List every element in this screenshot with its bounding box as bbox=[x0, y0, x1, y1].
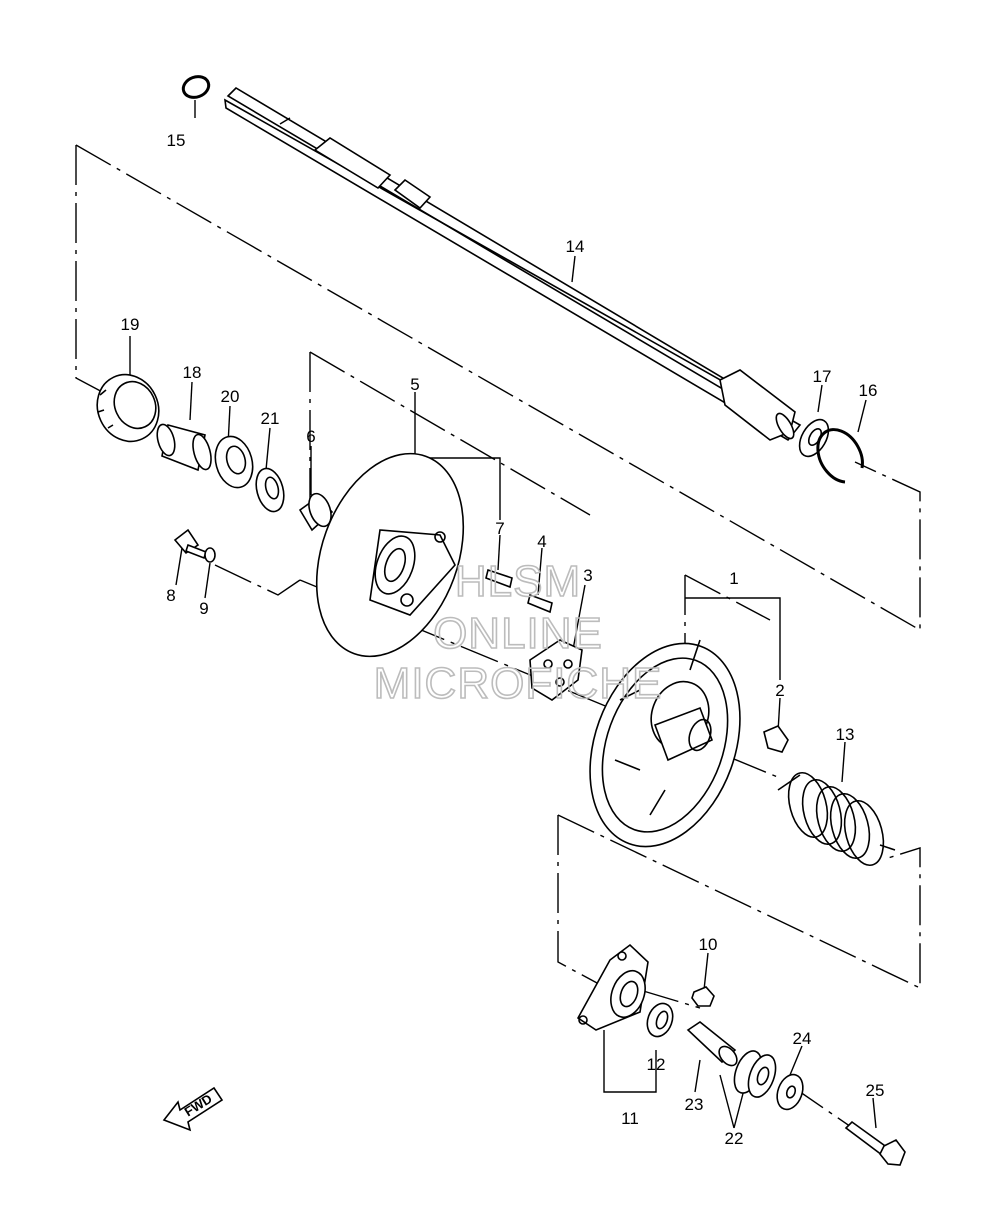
callout-4: 4 bbox=[537, 532, 546, 551]
callout-17: 17 bbox=[813, 367, 832, 386]
threaded-sleeve bbox=[156, 423, 212, 472]
hex-bolt bbox=[844, 1120, 906, 1166]
cam-plate bbox=[529, 639, 583, 701]
watermark-line-3: MICROFICHE bbox=[374, 659, 663, 708]
callout-12: 12 bbox=[647, 1055, 666, 1074]
stud-bolt bbox=[485, 568, 513, 589]
collar bbox=[686, 1021, 738, 1067]
shaft-washer bbox=[798, 418, 830, 458]
fwd-direction-arrow: FWD bbox=[162, 1086, 224, 1132]
callout-8: 8 bbox=[166, 586, 175, 605]
spacer-set bbox=[733, 1050, 777, 1098]
callout-22: 22 bbox=[725, 1129, 744, 1148]
watermark-line-2: ONLINE bbox=[433, 609, 603, 658]
compression-spring bbox=[777, 771, 896, 867]
callout-14: 14 bbox=[566, 237, 585, 256]
callout-6: 6 bbox=[306, 427, 315, 446]
flange-nut bbox=[691, 986, 715, 1007]
callout-15: 15 bbox=[167, 131, 186, 150]
flange-bolt bbox=[173, 528, 207, 560]
bearing-housing bbox=[576, 943, 649, 1031]
callout-16: 16 bbox=[859, 381, 878, 400]
secondary-shaft bbox=[224, 86, 802, 442]
watermark: HLSM ONLINE MICROFICHE bbox=[373, 556, 663, 709]
callout-21: 21 bbox=[261, 409, 280, 428]
callout-2: 2 bbox=[775, 681, 784, 700]
callout-18: 18 bbox=[183, 363, 202, 382]
fixed-sheave bbox=[315, 452, 465, 658]
movable-sheave bbox=[589, 639, 741, 848]
callout-7: 7 bbox=[495, 519, 504, 538]
leader-lines bbox=[129, 100, 877, 1129]
callout-10: 10 bbox=[699, 935, 718, 954]
bearing bbox=[646, 1002, 674, 1038]
callout-9: 9 bbox=[199, 599, 208, 618]
o-ring bbox=[181, 75, 211, 99]
lock-washer bbox=[204, 547, 216, 563]
castle-nut bbox=[96, 373, 160, 443]
callout-25: 25 bbox=[866, 1081, 885, 1100]
callout-3: 3 bbox=[583, 566, 592, 585]
watermark-line-1: HLSM bbox=[455, 557, 581, 606]
circlip bbox=[816, 428, 864, 484]
thrust-washer bbox=[214, 435, 254, 489]
callout-1: 1 bbox=[729, 569, 738, 588]
callout-5: 5 bbox=[410, 375, 419, 394]
end-washer bbox=[776, 1073, 804, 1111]
slider bbox=[763, 725, 789, 753]
callout-19: 19 bbox=[121, 315, 140, 334]
plain-washer bbox=[255, 467, 285, 513]
stud-screw bbox=[527, 593, 553, 614]
callout-11: 11 bbox=[621, 1109, 639, 1128]
callout-13: 13 bbox=[836, 725, 855, 744]
callout-20: 20 bbox=[221, 387, 240, 406]
callout-23: 23 bbox=[685, 1095, 704, 1114]
bushing bbox=[298, 492, 334, 532]
callout-24: 24 bbox=[793, 1029, 812, 1048]
callout-labels: 15 14 19 18 20 21 5 6 17 16 7 4 3 1 2 13… bbox=[121, 131, 885, 1148]
